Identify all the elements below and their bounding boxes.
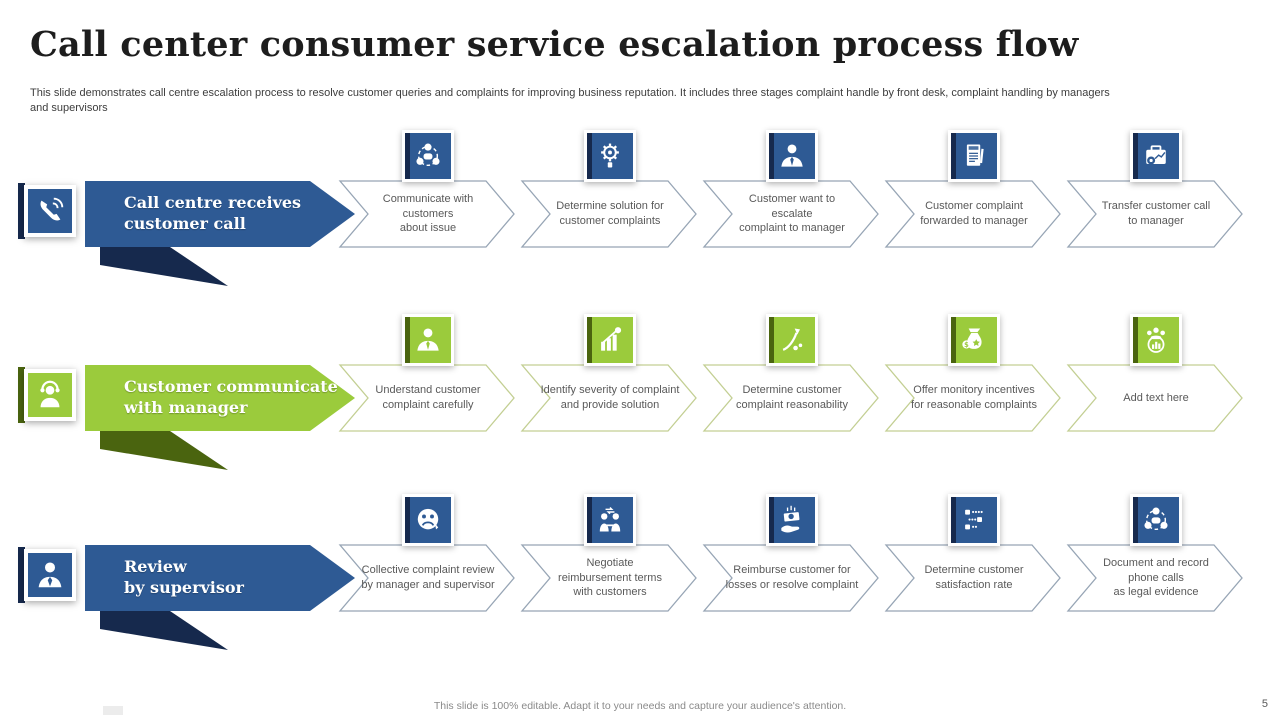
step-icon-tile bbox=[1130, 130, 1182, 182]
step-label: Collective complaint review by manager a… bbox=[361, 564, 495, 591]
step-label: Determine customer satisfaction rate bbox=[924, 564, 1024, 591]
chevron-shape-2 bbox=[520, 180, 697, 248]
chevron-shape-1 bbox=[338, 180, 515, 248]
row-shapes bbox=[85, 544, 1243, 650]
watermark-logo bbox=[103, 706, 123, 715]
briefcase-transfer-icon bbox=[1146, 145, 1166, 165]
ribbon-fold-shape bbox=[100, 431, 228, 470]
record-calls-icon bbox=[1144, 507, 1168, 531]
chevron-shape-3 bbox=[702, 180, 879, 248]
row-title: Customer communicate with manager bbox=[124, 377, 338, 417]
customer-support-icon bbox=[40, 380, 60, 408]
sad-face-icon bbox=[417, 508, 439, 530]
money-bag-icon: $ bbox=[962, 328, 982, 349]
step-icon-tile bbox=[1130, 494, 1182, 546]
supervisor-icon bbox=[38, 562, 62, 588]
step-icon-tile bbox=[584, 494, 636, 546]
header-icon-tile bbox=[24, 369, 76, 421]
chevron-shape-1 bbox=[338, 364, 515, 432]
step-label: Negotiate reimbursement terms with custo… bbox=[558, 557, 662, 599]
step-icon-tile bbox=[766, 314, 818, 366]
step-label: Offer monitory incentives for reasonable… bbox=[911, 384, 1037, 411]
step-label: Transfer customer call to manager bbox=[1101, 200, 1211, 227]
banner-arrow-shape bbox=[85, 365, 355, 431]
step-icon-tile bbox=[402, 130, 454, 182]
process-row-manager: Customer communicate with manager bbox=[0, 312, 1280, 482]
row-title: Review by supervisor bbox=[124, 557, 244, 597]
growth-analysis-icon bbox=[782, 328, 803, 351]
step-icon-tile bbox=[948, 494, 1000, 546]
process-row-supervisor: Review by supervisor bbox=[0, 492, 1280, 662]
header-accent-bar bbox=[18, 367, 25, 423]
header-icon-tile bbox=[24, 185, 76, 237]
row-shapes bbox=[85, 364, 1243, 470]
step-label: Customer complaint forwarded to manager bbox=[920, 200, 1028, 227]
severity-chart-icon bbox=[601, 327, 622, 351]
svg-text:$: $ bbox=[964, 341, 969, 349]
chevron-shape-4 bbox=[884, 364, 1061, 432]
step-icon-tile bbox=[766, 494, 818, 546]
step-icon-tile bbox=[766, 130, 818, 182]
step-icon-tile: $ bbox=[948, 314, 1000, 366]
team-analytics-icon bbox=[1147, 327, 1165, 353]
step-icon-tile bbox=[1130, 314, 1182, 366]
chevron-shape-4 bbox=[884, 544, 1061, 612]
chevron-shape-5 bbox=[1066, 364, 1243, 432]
chevron-shape-2 bbox=[520, 544, 697, 612]
row-shapes bbox=[85, 180, 1243, 286]
page-number: 5 bbox=[1261, 698, 1268, 710]
row-title: Call centre receives customer call bbox=[124, 193, 302, 233]
step-label: Determine solution for customer complain… bbox=[556, 200, 664, 227]
page-title: Call center consumer service escalation … bbox=[30, 24, 1079, 65]
step-icon-tile bbox=[584, 130, 636, 182]
step-label: Determine customer complaint reasonabili… bbox=[736, 384, 848, 411]
step-label: Understand customer complaint carefully bbox=[375, 384, 481, 411]
step-label: Customer want to escalate complaint to m… bbox=[739, 193, 845, 235]
chevron-shape-3 bbox=[702, 364, 879, 432]
step-label: Identify severity of complaint and provi… bbox=[540, 384, 680, 411]
manager-icon bbox=[417, 328, 439, 351]
complaint-document-icon bbox=[966, 144, 984, 166]
chevron-shape-4 bbox=[884, 180, 1061, 248]
chevron-shape-3 bbox=[702, 544, 879, 612]
money-hand-icon bbox=[781, 505, 800, 533]
footer-note: This slide is 100% editable. Adapt it to… bbox=[433, 700, 847, 712]
step-icon-tile bbox=[948, 130, 1000, 182]
chevron-shape-2 bbox=[520, 364, 697, 432]
chevron-shape-5 bbox=[1066, 180, 1243, 248]
header-accent-bar bbox=[18, 547, 25, 603]
chevron-shape-1 bbox=[338, 544, 515, 612]
step-icon-tile bbox=[402, 314, 454, 366]
step-label-placeholder[interactable]: Add text here bbox=[1123, 391, 1189, 404]
network-chat-icon bbox=[416, 143, 440, 167]
step-label: Document and record phone calls as legal… bbox=[1103, 557, 1209, 599]
chevron-shape-5 bbox=[1066, 544, 1243, 612]
banner-arrow-shape bbox=[85, 181, 355, 247]
banner-arrow-shape bbox=[85, 545, 355, 611]
step-label: Communicate with customers about issue bbox=[382, 193, 474, 235]
step-label: Reimburse customer for losses or resolve… bbox=[725, 564, 859, 591]
phone-call-icon bbox=[40, 197, 64, 221]
satisfaction-rating-icon bbox=[965, 509, 983, 530]
negotiation-icon bbox=[599, 507, 621, 532]
ribbon-fold-shape bbox=[100, 611, 228, 650]
header-accent-bar bbox=[18, 183, 25, 239]
step-icon-tile bbox=[584, 314, 636, 366]
gear-solution-icon bbox=[601, 143, 619, 168]
step-icon-tile bbox=[402, 494, 454, 546]
process-row-call-centre: Call centre receives customer call bbox=[0, 128, 1280, 298]
header-icon-tile bbox=[24, 549, 76, 601]
businessman-icon bbox=[781, 144, 803, 167]
page-subtitle: This slide demonstrates call centre esca… bbox=[30, 87, 1110, 114]
ribbon-fold-shape bbox=[100, 247, 228, 286]
